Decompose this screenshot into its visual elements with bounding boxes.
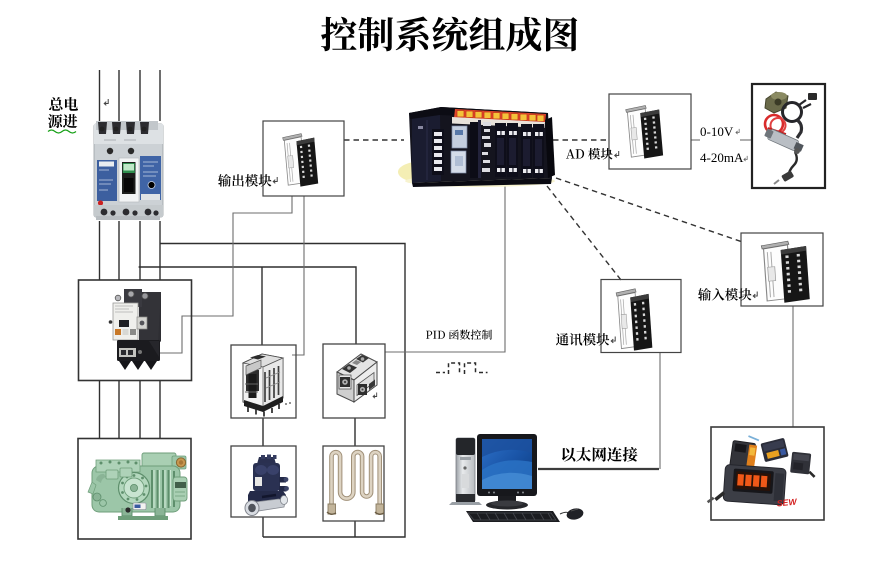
svg-text:SEW: SEW [776,496,798,508]
svg-text:0-10V: 0-10V [700,124,734,139]
svg-text:4-20mA: 4-20mA [700,150,744,165]
